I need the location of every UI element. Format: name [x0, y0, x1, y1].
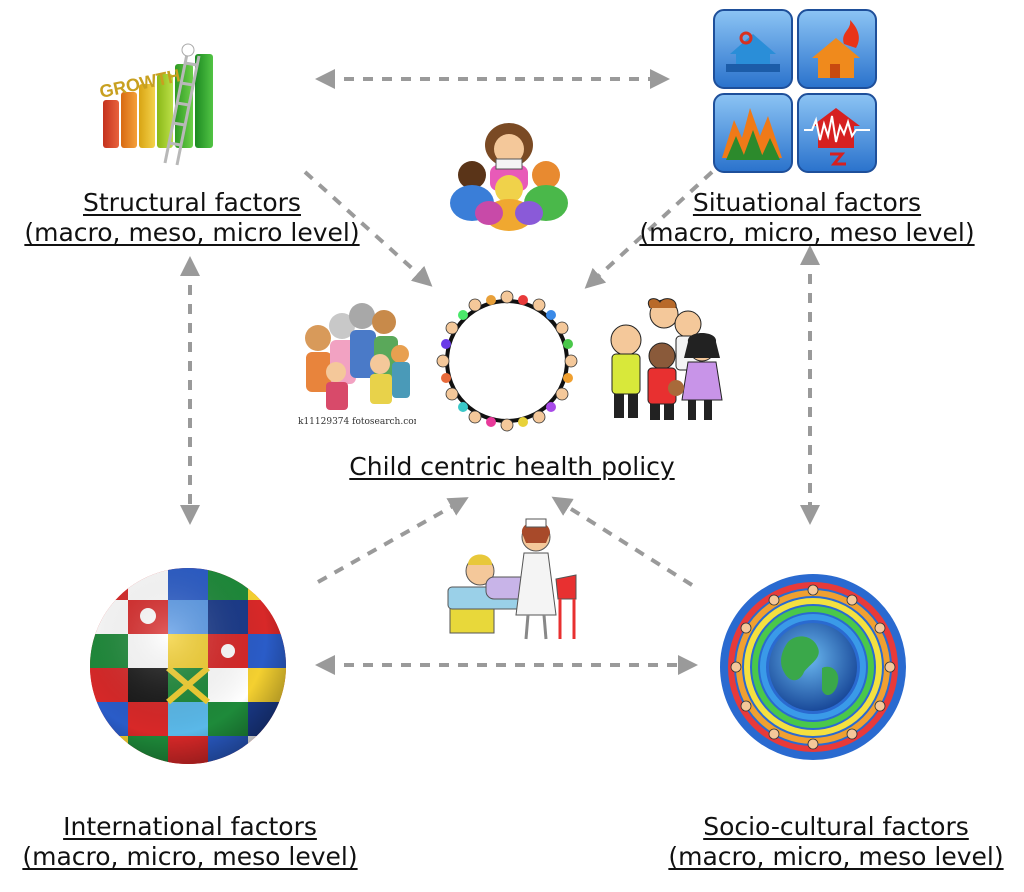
- family-group-icon: k11129374 fotosearch.com ©: [298, 303, 416, 427]
- world-children-icon: [720, 574, 906, 760]
- arrow-structural-center: [303, 170, 433, 287]
- sociocultural-levels: (macro, micro, meso level): [668, 842, 1004, 871]
- node-situational: Situational factors (macro, micro, meso …: [636, 188, 978, 248]
- flag-globe-icon: [90, 568, 286, 764]
- structural-levels: (macro, meso, micro level): [24, 218, 360, 247]
- growth-chart-icon: GROWTH: [98, 43, 213, 166]
- center-title: Child centric health policy: [349, 452, 675, 481]
- structural-title: Structural factors: [83, 188, 301, 217]
- situational-title: Situational factors: [692, 188, 922, 217]
- children-circle-icon: [436, 290, 578, 432]
- node-structural: Structural factors (macro, meso, micro l…: [22, 188, 362, 248]
- nurse-child-icon: [447, 518, 577, 640]
- arrow-international-center: [317, 497, 469, 584]
- arrow-situational-center: [584, 170, 714, 289]
- node-international: International factors (macro, micro, mes…: [18, 812, 362, 872]
- kids-group-icon: [610, 298, 723, 420]
- disaster-tiles-icon: [713, 9, 877, 173]
- international-levels: (macro, micro, meso level): [22, 842, 358, 871]
- arrow-sociocultural-center: [551, 496, 694, 587]
- fotosearch-watermark: k11129374 fotosearch.com ©: [298, 417, 416, 427]
- situational-levels: (macro, micro, meso level): [639, 218, 975, 247]
- international-title: International factors: [63, 812, 317, 841]
- teacher-reading-icon: [450, 123, 568, 231]
- sociocultural-title: Socio-cultural factors: [703, 812, 969, 841]
- node-sociocultural: Socio-cultural factors (macro, micro, me…: [664, 812, 1008, 872]
